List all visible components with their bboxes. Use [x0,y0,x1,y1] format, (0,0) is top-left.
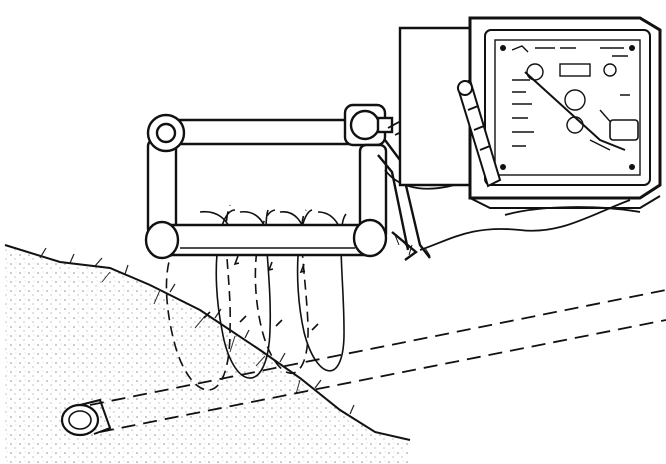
pipe-locator-search-coil [146,105,430,260]
receiver-display-unit [400,18,660,215]
ground-surface [5,245,410,464]
